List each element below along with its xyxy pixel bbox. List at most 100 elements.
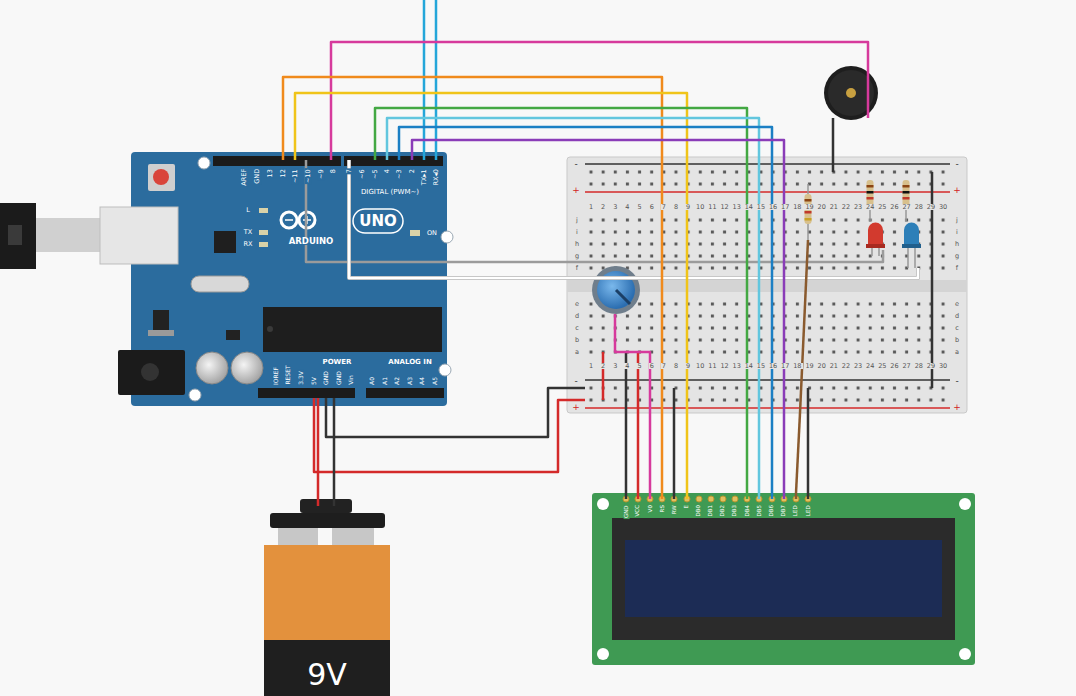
usb-connector — [0, 203, 36, 269]
jumper-wire — [333, 398, 336, 406]
column-number: 6 — [649, 204, 655, 211]
wire-line — [673, 413, 676, 493]
row-letter: h — [574, 241, 580, 248]
pin-label: Vin — [348, 375, 354, 386]
arduino-board — [267, 326, 273, 332]
power-jack — [118, 350, 185, 395]
column-number: 30 — [938, 204, 948, 211]
led — [866, 244, 885, 248]
jumper-wire — [435, 0, 438, 160]
pin-label: DB3 — [732, 504, 738, 518]
row-letter: d — [954, 313, 960, 320]
power-jack — [118, 350, 185, 395]
rail-sign: + — [952, 186, 962, 195]
pin-label: DB4 — [745, 504, 751, 518]
wire — [638, 413, 639, 493]
pin-label: VCC — [635, 504, 641, 517]
wire-line — [317, 406, 320, 497]
pin-label: ~9 — [318, 168, 325, 180]
usb-connector — [0, 203, 178, 269]
column-number: 8 — [673, 204, 679, 211]
jumper-wire — [625, 352, 628, 413]
pin-label: DB5 — [757, 504, 763, 518]
board-logo: UNO — [358, 214, 398, 229]
header-label: DIGITAL (PWM~) — [360, 189, 420, 196]
usb-connector — [36, 218, 100, 252]
wire — [412, 140, 784, 493]
arduino-board — [196, 352, 228, 384]
voltage-label: 9V — [306, 660, 348, 690]
column-number: 22 — [841, 204, 851, 211]
column-number: 19 — [804, 363, 814, 370]
led-label: RX — [243, 241, 254, 248]
battery-body — [264, 640, 390, 696]
jumper-wire — [832, 118, 835, 172]
jumper-wire — [567, 399, 585, 402]
column-number: 28 — [914, 204, 924, 211]
rail-sign: - — [573, 377, 578, 386]
column-number: 18 — [792, 363, 802, 370]
wire — [808, 413, 809, 493]
resistor-symbol — [903, 185, 910, 188]
jumper-wire — [411, 152, 414, 160]
column-number: 10 — [695, 204, 705, 211]
battery: 9V — [264, 497, 390, 696]
lcd-body — [732, 496, 738, 502]
row-letter: c — [954, 325, 960, 332]
lcd-body — [959, 648, 971, 660]
pin-label: RX◂0 — [433, 168, 440, 186]
column-number: 25 — [877, 204, 887, 211]
potentiometer — [616, 290, 630, 304]
jumper-wire — [625, 493, 628, 499]
battery-body — [332, 528, 374, 545]
led — [904, 223, 919, 246]
led-label: ON — [426, 230, 438, 237]
battery-body — [264, 499, 390, 696]
column-number: 27 — [901, 363, 911, 370]
jumper-wire — [386, 152, 389, 160]
arduino-board — [231, 352, 263, 384]
arduino-board — [439, 364, 451, 376]
buzzer — [846, 88, 856, 98]
pin-label: RESET — [285, 365, 291, 386]
pin-label: V0 — [648, 504, 654, 513]
column-number: 15 — [756, 204, 766, 211]
jumper-wire — [783, 493, 786, 499]
led — [907, 246, 909, 268]
column-number: 7 — [661, 363, 667, 370]
pin-label: 5V — [311, 376, 317, 386]
pin-label: GND — [623, 504, 629, 519]
arduino-board — [198, 157, 210, 169]
column-number: 16 — [768, 363, 778, 370]
column-number: 21 — [829, 363, 839, 370]
row-letter: f — [575, 265, 579, 272]
wire-line — [412, 140, 784, 493]
pin-label: ~10 — [305, 168, 312, 184]
column-number: 4 — [624, 363, 630, 370]
column-number: 14 — [744, 204, 754, 211]
pin-label: RW — [672, 504, 678, 515]
row-letter: d — [574, 313, 580, 320]
resistor-symbol — [867, 191, 874, 194]
wire — [295, 93, 687, 493]
jumper-wire — [637, 493, 640, 499]
rail-sign: - — [573, 160, 578, 169]
row-letter: i — [575, 229, 579, 236]
column-number: 3 — [612, 204, 618, 211]
wire-line — [447, 277, 567, 280]
jumper-wire — [567, 268, 918, 278]
column-number: 27 — [901, 204, 911, 211]
lcd-body — [592, 493, 975, 665]
pin-label: E — [684, 504, 690, 509]
lcd-body — [597, 498, 609, 510]
pin-label: RS — [660, 504, 666, 513]
column-number: 14 — [744, 363, 754, 370]
jumper-wire — [602, 352, 605, 400]
led-label: L — [245, 207, 251, 214]
arduino-board — [410, 230, 420, 236]
pin-label: ~5 — [372, 168, 379, 180]
column-number: 12 — [719, 204, 729, 211]
wire — [447, 262, 567, 263]
pin-label: A5 — [432, 376, 438, 386]
